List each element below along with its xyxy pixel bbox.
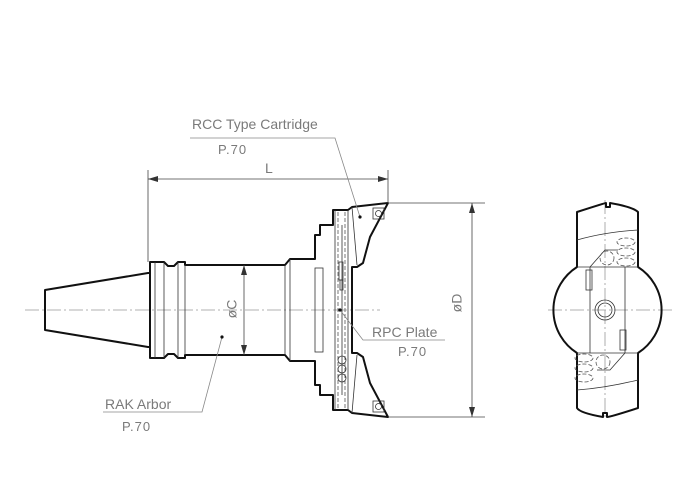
arbor-flange — [149, 202, 389, 418]
diameter-c-label: øC — [223, 299, 240, 319]
arbor-label: RAK Arbor — [105, 396, 172, 412]
cutter-body-lines — [334, 210, 349, 410]
plate-label: RPC Plate — [372, 324, 438, 340]
hub-boss — [314, 267, 324, 353]
bolt-circle — [337, 373, 347, 383]
plate-page-ref: P.70 — [398, 344, 428, 359]
center-hole — [594, 299, 616, 321]
front-curves — [576, 229, 639, 391]
front-view — [552, 202, 663, 418]
insert-bottom — [372, 400, 385, 413]
front-slot — [585, 269, 593, 291]
cartridge-edges — [351, 206, 358, 414]
leaders — [103, 137, 445, 413]
arbor-page-ref: P.70 — [122, 419, 152, 434]
front-chamfers — [589, 249, 626, 371]
center-hole-inner — [597, 302, 613, 318]
taper-shank — [44, 272, 150, 348]
cartridge-label: RCC Type Cartridge — [192, 116, 318, 132]
insert-screw-top — [375, 210, 382, 217]
cartridge-page-ref: P.70 — [218, 142, 248, 157]
bolt-circle — [337, 364, 347, 374]
bolt-circle — [337, 355, 347, 365]
plate-pin — [339, 279, 344, 291]
insert-screw-bottom — [375, 403, 382, 410]
dimension-lines — [147, 170, 485, 418]
hidden-screw — [599, 250, 615, 266]
diameter-d-label: øD — [448, 293, 465, 313]
front-slot — [619, 329, 627, 351]
insert-top — [372, 207, 385, 220]
hidden-screw — [595, 354, 611, 370]
side-view — [44, 202, 389, 418]
front-lines — [577, 266, 638, 354]
length-label: L — [265, 160, 273, 176]
